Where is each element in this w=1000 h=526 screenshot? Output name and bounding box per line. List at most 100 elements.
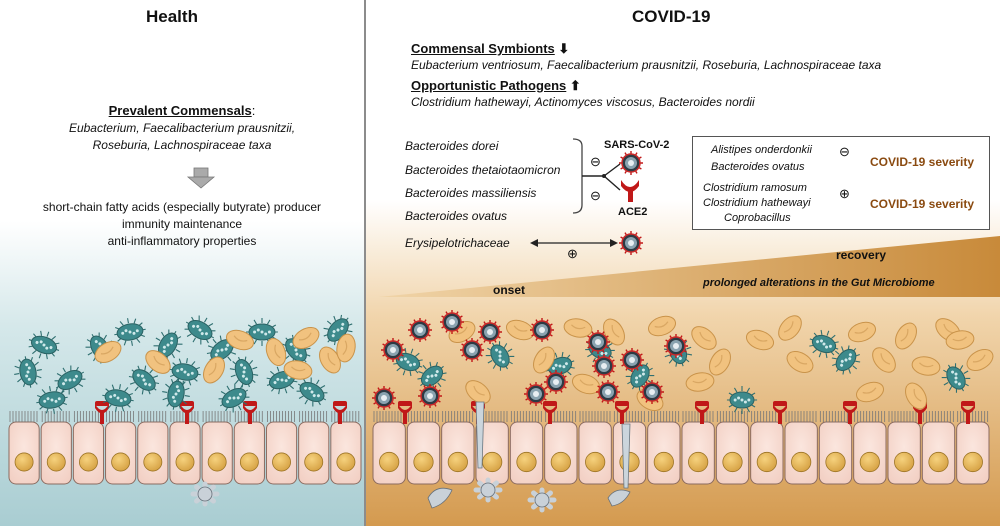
health-title: Health <box>146 7 198 26</box>
plus-icon-severity: ⊕ <box>839 186 850 201</box>
arrow-down-icon: ⬇ <box>558 41 570 56</box>
bacteroides-bacterium-icon <box>465 380 491 404</box>
epithelial-cell <box>169 411 201 485</box>
commensal-bacterium-icon <box>296 377 328 407</box>
ace2-receptor-icon <box>333 401 347 424</box>
bacteroides-bacterium-icon <box>685 372 715 392</box>
epithelial-cell <box>956 411 990 485</box>
sars-cov-2-virus-icon <box>440 310 464 334</box>
down-arrow-icon <box>186 167 216 189</box>
commensal-bacterium-icon <box>485 341 515 371</box>
sars-cov-2-virus-icon <box>596 380 620 404</box>
bacteroides-2: Bacteroides thetaiotaomicron <box>405 163 561 177</box>
covid-title: COVID-19 <box>632 7 711 26</box>
epithelial-cell <box>647 411 681 485</box>
bacteroides-bacterium-icon <box>945 330 975 350</box>
ace2-receptor-icon <box>615 401 629 424</box>
commensal-bacterium-icon <box>54 365 86 395</box>
bacteroides-bacterium-icon <box>94 341 122 363</box>
sars-cov-2-virus-icon <box>372 386 396 410</box>
function-3: anti-inflammatory properties <box>107 234 257 248</box>
epithelial-cell <box>372 411 406 485</box>
commensal-bacterium-icon <box>28 330 60 360</box>
bacteroides-bacterium-icon <box>847 321 877 343</box>
epithelial-cell <box>681 411 715 485</box>
ace2-receptor-icon <box>180 401 194 424</box>
sars-cov-2-virus-icon <box>418 384 442 408</box>
microbes-layer <box>14 151 994 513</box>
commensal-bacterium-icon <box>14 356 42 388</box>
ace2-receptor-icon <box>773 401 787 424</box>
commensal-bacterium-icon <box>831 345 861 375</box>
epithelial-cell <box>406 411 441 485</box>
bacteroides-bacterium-icon <box>533 346 555 374</box>
minus-icon: ⊖ <box>590 154 601 169</box>
pathogen-heading-line: Opportunistic Pathogens ⬆ <box>411 78 581 94</box>
bacteroides-links <box>582 163 621 191</box>
commensal-bacterium-icon <box>545 351 575 381</box>
epithelial-cell <box>509 411 544 485</box>
prevalent-taxa-1: Eubacterium, Faecalibacterium prausnitzi… <box>68 121 296 135</box>
epithelial-cell <box>105 411 137 485</box>
sars-cov-2-virus-icon <box>381 338 405 362</box>
severity-label-1: COVID-19 severity <box>870 155 975 169</box>
epithelial-cell <box>578 411 612 485</box>
erysipelo-label: Erysipelotrichaceae <box>405 236 510 250</box>
sars-cov-2-virus-icon <box>592 354 616 378</box>
epithelial-cell <box>441 411 475 485</box>
sars-cov-2-virus-icon <box>408 318 432 342</box>
severity-g1-1: Alistipes onderdonkii <box>711 144 812 156</box>
epithelial-cell <box>137 411 169 485</box>
epithelial-leak-icon <box>475 401 631 489</box>
commensal-bacterium-icon <box>128 365 160 395</box>
sars-cov-2-virus-icon <box>460 338 484 362</box>
commensal-bacterium-icon <box>393 347 423 377</box>
commensal-taxa: Eubacterium ventriosum, Faecalibacterium… <box>411 58 882 72</box>
prevalent-taxa-2: Roseburia, Lachnospiraceae taxa <box>92 138 272 152</box>
prevalent-colon: : <box>251 103 256 118</box>
bacteroides-bacterium-icon <box>778 315 802 341</box>
bacteroides-bacterium-icon <box>786 351 814 373</box>
sars-cov-2-virus-icon <box>530 318 554 342</box>
sars-label: SARS-CoV-2 <box>604 139 670 151</box>
severity-label-2: COVID-19 severity <box>870 197 975 211</box>
commensal-bacterium-icon <box>114 318 146 346</box>
timeline-prolonged: prolonged alterations in the Gut Microbi… <box>703 277 935 289</box>
ace2-label: ACE2 <box>618 206 648 218</box>
epithelial-cell <box>298 411 330 485</box>
bacteroides-bacterium-icon <box>336 333 356 363</box>
bacteroides-bacterium-icon <box>647 315 677 337</box>
timeline-wedge <box>378 236 1000 297</box>
macrophage-icon <box>427 487 631 509</box>
bacteroides-4: Bacteroides ovatus <box>405 209 508 223</box>
commensal-bacterium-icon <box>246 318 278 346</box>
commensal-bacterium-icon <box>809 329 839 359</box>
immune-cell-icon <box>527 487 557 513</box>
epithelial-cell <box>750 411 784 485</box>
ace2-receptor-icon <box>543 401 557 424</box>
immune-cell-icon <box>473 477 503 503</box>
severity-g1-2: Bacteroides ovatus <box>711 161 805 173</box>
bacteroides-1: Bacteroides dorei <box>405 139 499 153</box>
immune-cell-icon <box>190 481 220 507</box>
ace2-legend-icon <box>621 180 639 202</box>
plus-icon: ⊕ <box>567 246 578 261</box>
ace2-receptor-icon <box>961 401 975 424</box>
sars-cov-2-virus-icon <box>664 334 688 358</box>
epithelial-cell <box>8 411 40 485</box>
commensal-bacterium-icon <box>162 378 190 410</box>
severity-g2-1: Clostridium ramosum <box>703 182 807 194</box>
pathogen-taxa: Clostridium hathewayi, Actinomyces visco… <box>411 95 755 109</box>
severity-box <box>692 136 990 230</box>
commensal-bacterium-icon <box>102 384 134 412</box>
epithelial-cell <box>715 411 750 485</box>
bacteroides-bacterium-icon <box>691 326 717 350</box>
epithelial-cell <box>544 411 578 485</box>
prevalent-heading-line: Prevalent Commensals: <box>0 103 364 118</box>
epithelial-cell <box>853 411 887 485</box>
epithelial-cell <box>475 411 509 485</box>
sars-cov-2-virus-icon <box>619 151 643 175</box>
timeline-onset: onset <box>493 283 526 297</box>
